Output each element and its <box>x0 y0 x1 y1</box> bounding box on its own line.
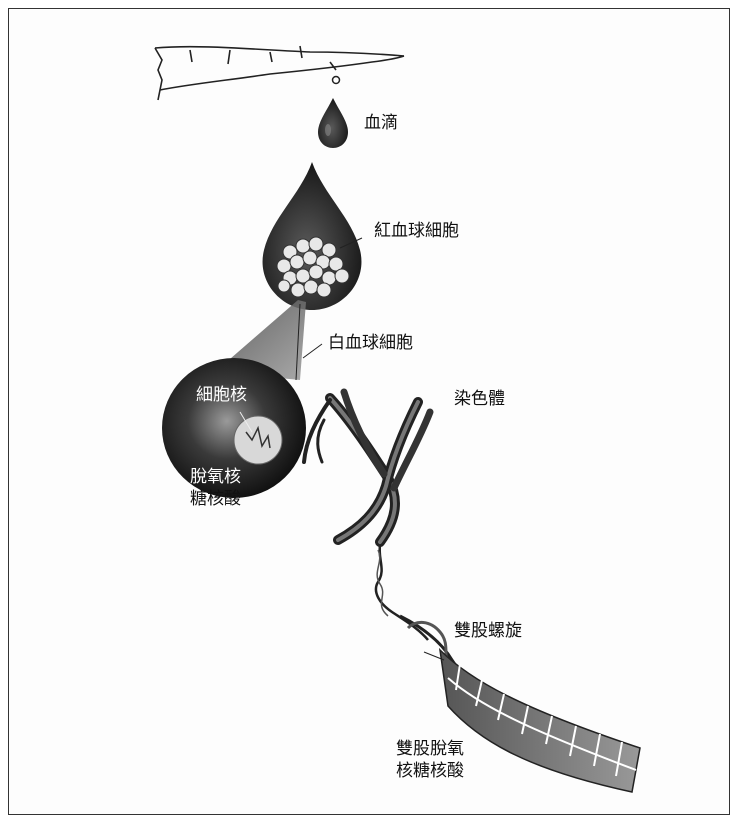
chromosome-shape <box>302 388 434 547</box>
dna-label-second: 糖核酸 <box>190 488 241 510</box>
dna-ladder <box>423 647 641 793</box>
chromosome-label: 染色體 <box>454 389 505 409</box>
blood-drop-shape <box>318 98 348 148</box>
nucleus-label: 細胞核 <box>196 385 247 405</box>
blood-drop-label: 血滴 <box>364 113 398 133</box>
double-helix-label: 雙股螺旋 <box>454 621 522 641</box>
finger-outline <box>154 45 405 101</box>
double-dna-line2: 核糖核酸 <box>396 761 464 781</box>
white-blood-cell-label: 白血球細胞 <box>328 333 413 353</box>
nucleus-inset <box>233 415 283 465</box>
nucleus-sphere <box>162 358 306 498</box>
dna-label-line2: 糖核酸 <box>190 489 241 509</box>
double-dna-line1: 雙股脫氧 <box>396 739 464 759</box>
figure-frame <box>8 8 730 815</box>
red-blood-cells-label: 紅血球細胞 <box>374 221 459 241</box>
double-dna-label: 雙股脫氧 核糖核酸 <box>396 738 464 782</box>
dna-label: 脫氧核 <box>190 466 241 488</box>
prick-point <box>331 75 341 85</box>
dna-label-line1: 脫氧核 <box>190 467 241 487</box>
red-blood-cells-cluster <box>276 236 350 298</box>
dna-strand <box>374 544 429 641</box>
